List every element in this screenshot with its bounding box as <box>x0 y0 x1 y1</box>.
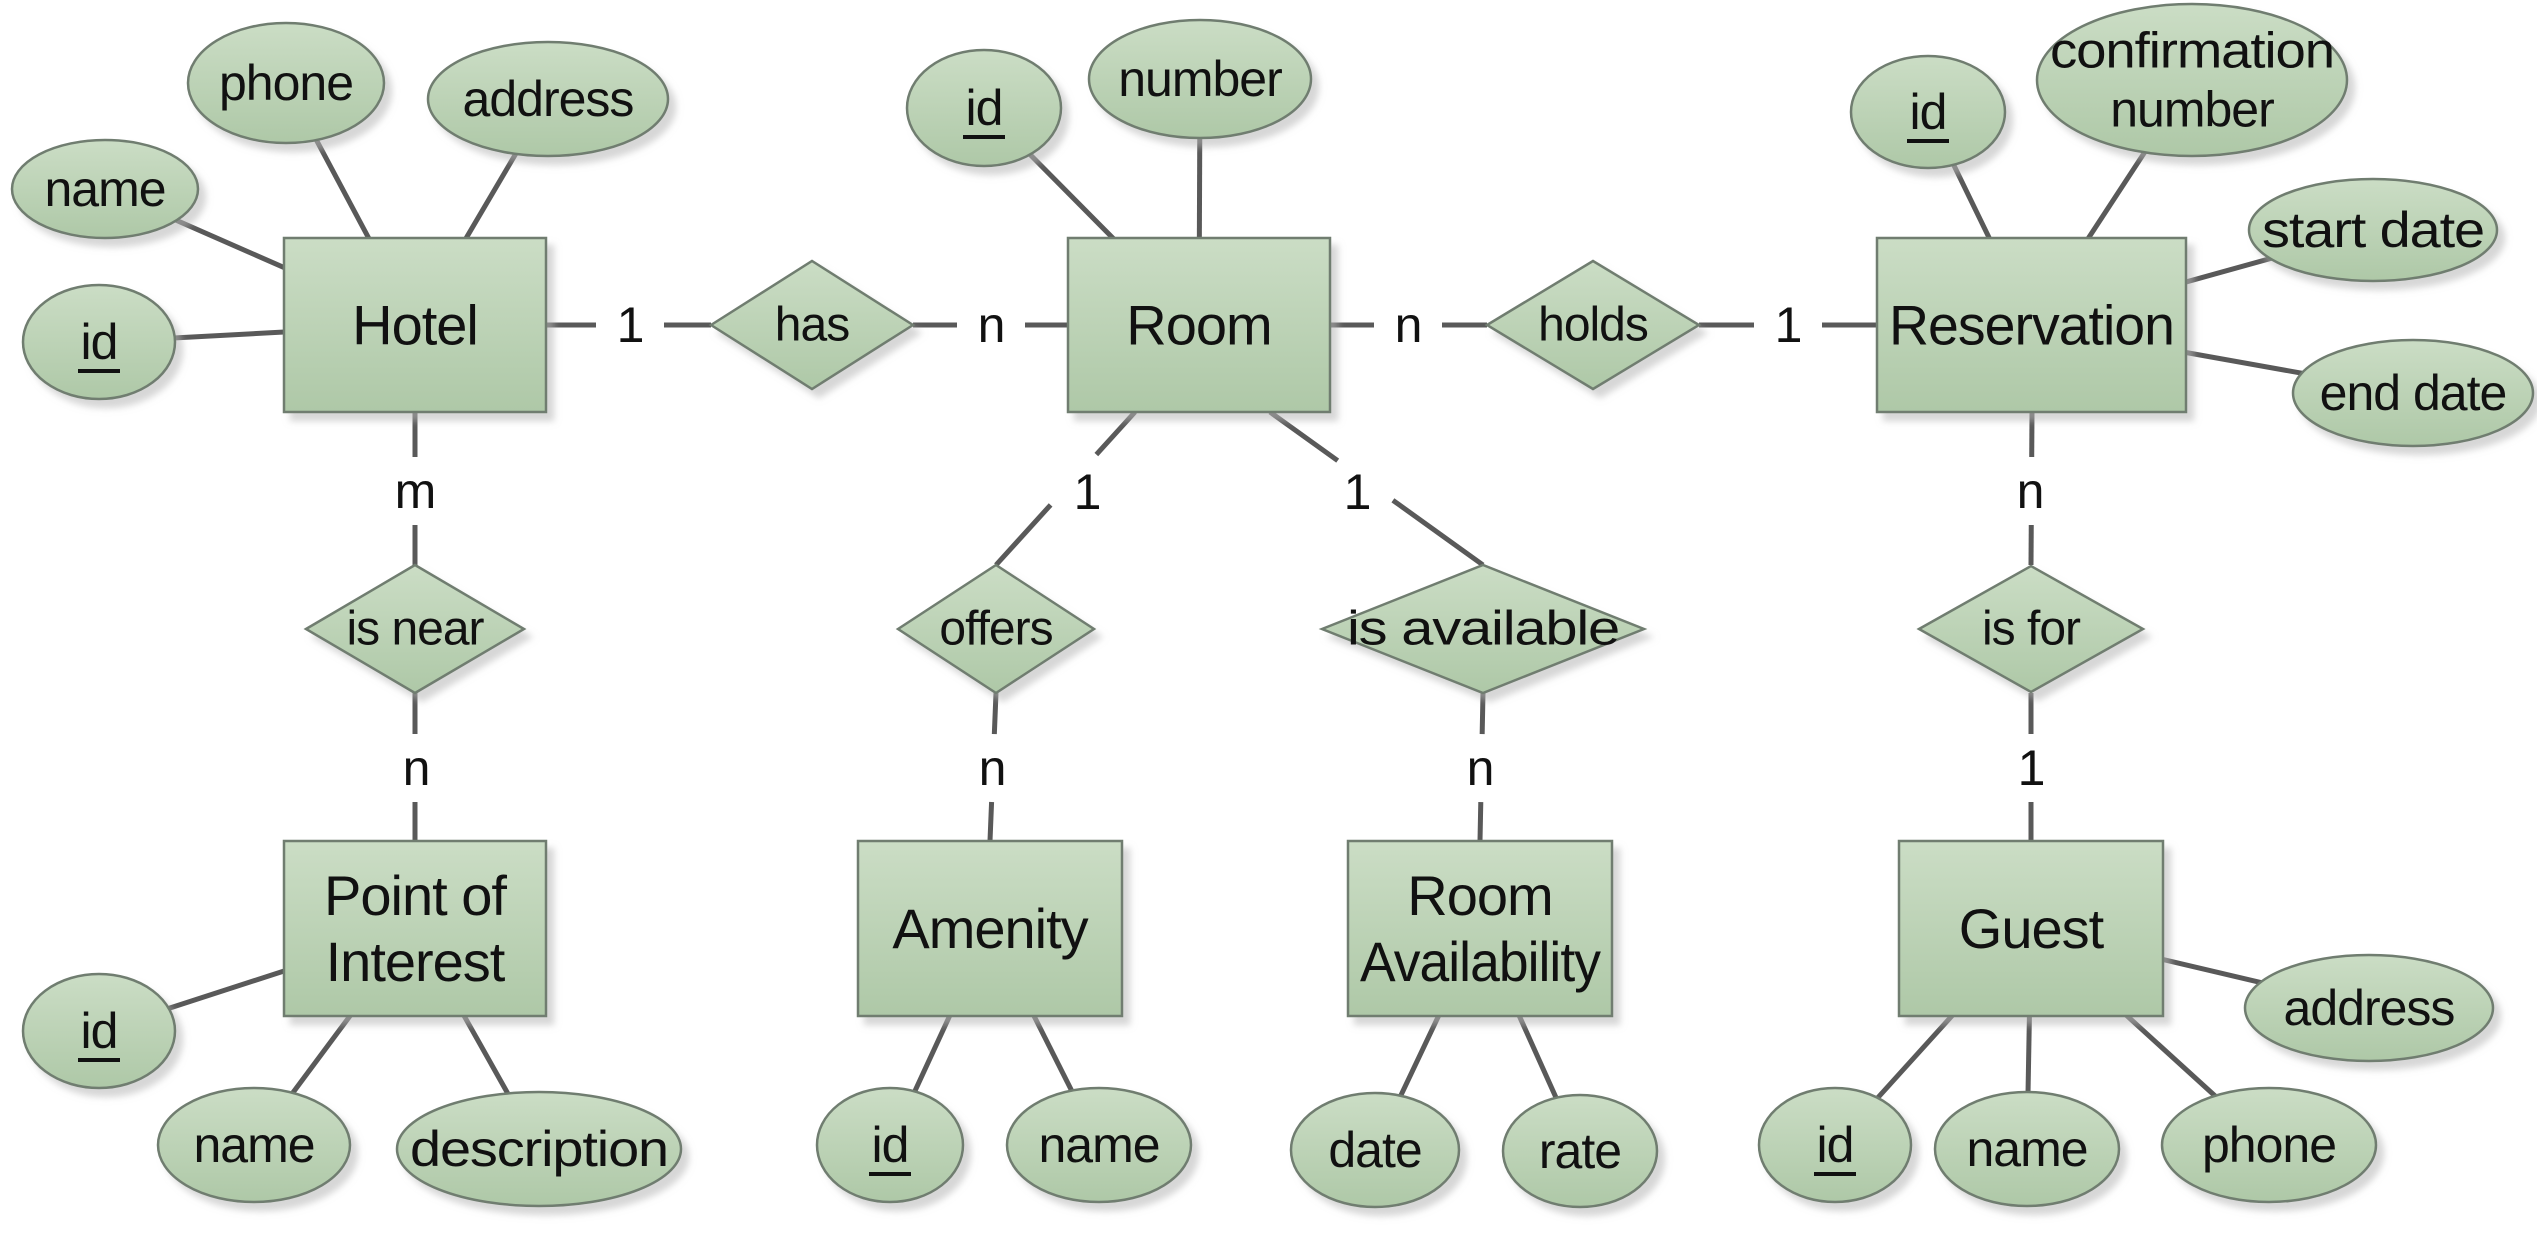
relationship-is_for <box>1916 564 2146 694</box>
relationship-offers <box>895 563 1097 695</box>
attribute-reservation-start-date <box>2247 177 2499 283</box>
entity-room_availability-label: Room <box>1407 864 1552 927</box>
attribute-poi-id-label: id <box>81 1003 118 1059</box>
cardinality-label-offers-amenity: n <box>979 740 1006 796</box>
relationship-is_available-label: is available <box>1347 603 1619 656</box>
cardinality-label-is_near-point_of_interest: n <box>403 740 430 796</box>
relationship-connector-room-offers <box>994 503 1053 567</box>
attribute-poi-id <box>21 972 177 1090</box>
entity-amenity-label: Amenity <box>892 897 1088 960</box>
entity-amenity <box>856 839 1124 1018</box>
attribute-room-availability-rate <box>1501 1093 1659 1209</box>
cardinality-label-holds-reservation: 1 <box>1775 297 1802 353</box>
entity-point_of_interest-label: Interest <box>326 930 506 993</box>
entity-room-label: Room <box>1126 294 1271 357</box>
attribute-hotel-phone-label: phone <box>219 55 353 111</box>
entity-room_availability-label: Availability <box>1360 930 1601 993</box>
attribute-hotel-id <box>21 283 177 401</box>
attribute-hotel-name <box>10 138 200 240</box>
attribute-reservation-confirmation-number-label: number <box>2110 82 2274 138</box>
attribute-poi-name-label: name <box>193 1117 314 1173</box>
attribute-amenity-name-label: name <box>1038 1117 1159 1173</box>
entity-reservation <box>1875 236 2188 414</box>
cardinality-label-has-room: n <box>978 297 1005 353</box>
attribute-room-id-label: id <box>966 80 1003 136</box>
entity-point_of_interest-label: Point of <box>324 864 507 927</box>
relationship-connector-room-is_available <box>1268 409 1340 463</box>
attribute-reservation-end-date-label: end date <box>2320 365 2507 421</box>
attribute-poi-name <box>156 1086 352 1204</box>
attribute-reservation-confirmation-number <box>2035 2 2349 158</box>
attribute-reservation-end-date <box>2291 338 2535 448</box>
relationship-holds-label: holds <box>1538 299 1648 352</box>
attribute-guest-address <box>2243 953 2495 1063</box>
relationship-offers-label: offers <box>939 603 1052 656</box>
attribute-reservation-id <box>1849 54 2007 170</box>
attribute-guest-id-label: id <box>1817 1117 1854 1173</box>
entity-room_availability <box>1346 839 1614 1018</box>
relationship-is_near <box>303 563 527 695</box>
entity-guest-label: Guest <box>1959 897 2105 960</box>
attribute-poi-description <box>395 1090 683 1208</box>
entity-point_of_interest <box>282 839 548 1018</box>
attribute-room-availability-date <box>1289 1091 1461 1209</box>
attribute-guest-name-label: name <box>1966 1121 2087 1177</box>
attribute-amenity-name <box>1005 1086 1193 1204</box>
relationship-connector-offers-amenity <box>991 692 999 735</box>
relationship-connector-room-offers <box>1094 410 1137 457</box>
attribute-poi-description-label: description <box>410 1121 668 1177</box>
relationship-is_for-label: is for <box>1982 603 2081 656</box>
cardinality-label-room-offers: 1 <box>1074 464 1101 520</box>
relationship-has <box>708 259 916 391</box>
entity-hotel <box>282 236 548 414</box>
attribute-room-number <box>1087 18 1313 140</box>
attribute-amenity-id <box>815 1086 965 1204</box>
attribute-amenity-id-label: id <box>872 1117 909 1173</box>
entity-guest <box>1897 839 2165 1018</box>
attribute-guest-phone <box>2160 1086 2378 1204</box>
cardinality-label-is_available-room_availability: n <box>1467 740 1494 796</box>
relationship-is_available <box>1318 563 1648 695</box>
attribute-room-availability-date-label: date <box>1328 1122 1421 1178</box>
relationship-holds <box>1484 259 1702 391</box>
entity-room <box>1066 236 1332 414</box>
attribute-hotel-phone <box>186 21 386 145</box>
cardinality-label-reservation-is_for: n <box>2017 463 2044 519</box>
attribute-guest-phone-label: phone <box>2202 1117 2336 1173</box>
attribute-room-id <box>905 48 1063 168</box>
attribute-guest-name <box>1933 1090 2121 1208</box>
relationship-has-label: has <box>775 299 849 352</box>
entity-reservation-label: Reservation <box>1889 294 2174 357</box>
attribute-reservation-confirmation-number-label: confirmation <box>2050 23 2334 79</box>
relationship-connector-is_available-room_availability <box>1477 801 1484 842</box>
cardinality-label-room-holds: n <box>1395 297 1422 353</box>
attribute-room-availability-rate-label: rate <box>1539 1123 1621 1179</box>
attribute-room-number-label: number <box>1118 51 1282 107</box>
relationship-connector-is_available-room_availability <box>1479 692 1486 735</box>
attribute-hotel-id-label: id <box>81 314 118 370</box>
cardinality-label-hotel-is_near: m <box>395 463 436 519</box>
attribute-guest-id <box>1757 1086 1913 1204</box>
attribute-hotel-address-label: address <box>463 71 634 127</box>
attribute-guest-address-label: address <box>2284 980 2455 1036</box>
cardinality-label-is_for-guest: 1 <box>2018 740 2045 796</box>
shape-layer <box>10 2 2535 1209</box>
attribute-reservation-id-label: id <box>1910 84 1947 140</box>
cardinality-label-hotel-has: 1 <box>617 297 644 353</box>
attribute-hotel-name-label: name <box>44 161 165 217</box>
entity-hotel-label: Hotel <box>352 294 478 357</box>
cardinality-label-room-is_available: 1 <box>1344 464 1371 520</box>
relationship-connector-room-is_available <box>1391 498 1485 568</box>
relationship-is_near-label: is near <box>346 603 484 656</box>
relationship-connector-offers-amenity <box>987 801 995 842</box>
attribute-hotel-address <box>426 40 670 158</box>
attribute-reservation-start-date-label: start date <box>2262 202 2484 258</box>
